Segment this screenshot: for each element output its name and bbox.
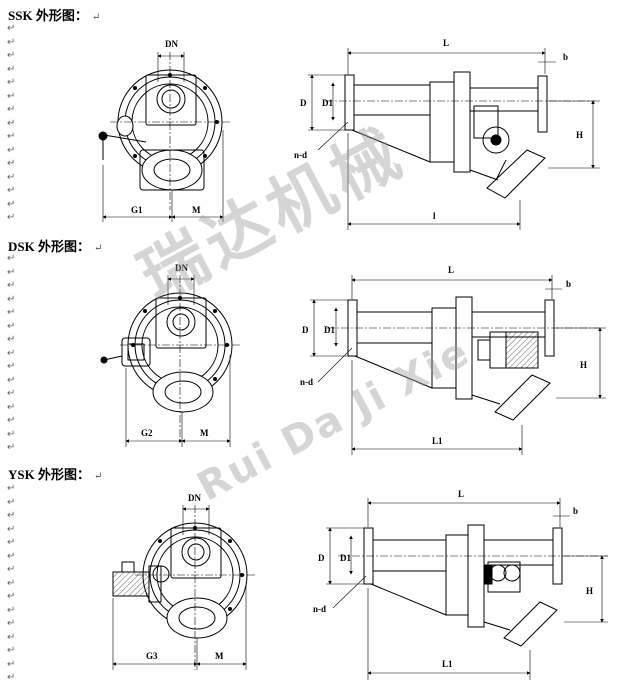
ssk-g1-label: G1 <box>131 205 143 215</box>
ysk-dn-label: DN <box>188 493 201 503</box>
dsk-dn-label: DN <box>175 263 188 273</box>
return-mark: ↵ <box>7 117 16 129</box>
return-mark: ↵ <box>7 266 16 278</box>
ssk-b-label: b <box>563 52 568 62</box>
return-mark: ↵ <box>7 280 16 291</box>
ssk-front-view <box>98 52 230 222</box>
dsk-side-view <box>310 275 606 455</box>
return-mark: ↵ <box>7 428 16 440</box>
dsk-h-label: H <box>580 360 587 370</box>
return-mark: ↵ <box>7 537 16 548</box>
return-mark: ↵ <box>7 442 16 453</box>
return-mark: ↵ <box>7 645 16 656</box>
return-mark: ↵ <box>7 672 16 683</box>
ssk-dn-label: DN <box>165 39 178 49</box>
dsk-g2-label: G2 <box>141 428 153 438</box>
ysk-m-label: M <box>215 651 224 661</box>
return-mark: ↵ <box>7 185 16 196</box>
ysk-l-label: L <box>458 489 464 499</box>
return-mark: ↵ <box>7 361 16 372</box>
ssk-h-label: H <box>576 130 583 140</box>
return-mark: ↵ <box>7 23 16 34</box>
return-mark: ↵ <box>7 320 16 332</box>
section-title-ysk: YSK 外形图：↵ <box>8 467 103 482</box>
return-mark: ↵ <box>7 36 16 48</box>
return-mark: ↵ <box>7 631 16 643</box>
dsk-l1-label: L1 <box>432 436 443 446</box>
dsk-front-view <box>100 275 240 447</box>
return-mark: ↵ <box>7 144 16 156</box>
return-mark: ↵ <box>7 90 16 102</box>
return-mark: ↵ <box>7 658 16 670</box>
return-mark: ↵ <box>7 415 16 426</box>
return-mark: ↵ <box>7 401 16 413</box>
section-title-ssk: SSK 外形图：↵ <box>8 8 101 23</box>
return-mark: ↵ <box>7 198 16 210</box>
return-mark: ↵ <box>7 604 16 616</box>
return-mark: ↵ <box>7 63 16 75</box>
return-mark: ↵ <box>7 50 16 61</box>
return-mark: ↵ <box>7 158 16 169</box>
return-mark: ↵ <box>7 483 16 494</box>
dsk-m-label: M <box>200 428 209 438</box>
return-mark: ↵ <box>7 77 16 88</box>
ysk-side-view <box>326 498 608 680</box>
ysk-d1-label: D1 <box>340 553 351 563</box>
return-mark: ↵ <box>7 550 16 562</box>
dsk-d1-label: D1 <box>324 325 335 335</box>
ysk-h-label: H <box>586 586 593 596</box>
ssk-m-label: M <box>192 205 201 215</box>
return-mark: ↵ <box>7 334 16 345</box>
ysk-g3-label: G3 <box>146 651 158 661</box>
return-mark: ↵ <box>7 577 16 589</box>
return-mark: ↵ <box>7 253 16 264</box>
ssk-l1-label: l <box>433 211 436 221</box>
return-mark: ↵ <box>7 618 16 629</box>
return-mark: ↵ <box>7 374 16 386</box>
dsk-b-label: b <box>566 279 571 289</box>
ysk-d-label: D <box>318 553 325 563</box>
ssk-l-label: L <box>443 38 449 48</box>
return-mark: ↵ <box>7 293 16 305</box>
return-mark: ↵ <box>7 347 16 359</box>
ssk-d-label: D <box>300 98 307 108</box>
return-mark: ↵ <box>7 564 16 575</box>
ssk-side-view <box>308 48 600 230</box>
paragraph-marks: ↵ ↵ ↵ ↵ ↵ ↵ ↵ ↵ ↵ ↵ ↵ ↵ ↵ ↵ ↵ ↵ ↵ ↵ ↵ ↵ ↵ ↵ ↵ ↵ ↵ ↵ ↵ ↵ ↵ ↵ ↵ ↵ ↵ ↵ ↵ ↵ ↵ ↵ ↵ ↵… <box>7 0 17 686</box>
return-mark: ↵ <box>7 591 16 602</box>
dsk-nd-label: n-d <box>300 377 313 387</box>
return-mark: ↵ <box>7 496 16 508</box>
return-mark: ↵ <box>7 171 16 183</box>
ssk-d1-label: D1 <box>322 98 333 108</box>
dsk-d-label: D <box>302 325 309 335</box>
section-title-dsk: DSK 外形图：↵ <box>8 239 103 254</box>
ysk-nd-label: n-d <box>313 604 326 614</box>
return-mark: ↵ <box>7 510 16 521</box>
ysk-front-view <box>112 505 255 670</box>
ssk-nd-label: n-d <box>294 150 307 160</box>
return-mark: ↵ <box>7 131 16 142</box>
return-mark: ↵ <box>7 523 16 535</box>
return-mark: ↵ <box>7 212 16 223</box>
ysk-b-label: b <box>573 506 578 516</box>
dsk-l-label: L <box>448 265 454 275</box>
return-mark: ↵ <box>7 388 16 399</box>
ysk-l1-label: L1 <box>442 659 453 669</box>
return-mark: ↵ <box>7 104 16 115</box>
return-mark: ↵ <box>7 307 16 318</box>
